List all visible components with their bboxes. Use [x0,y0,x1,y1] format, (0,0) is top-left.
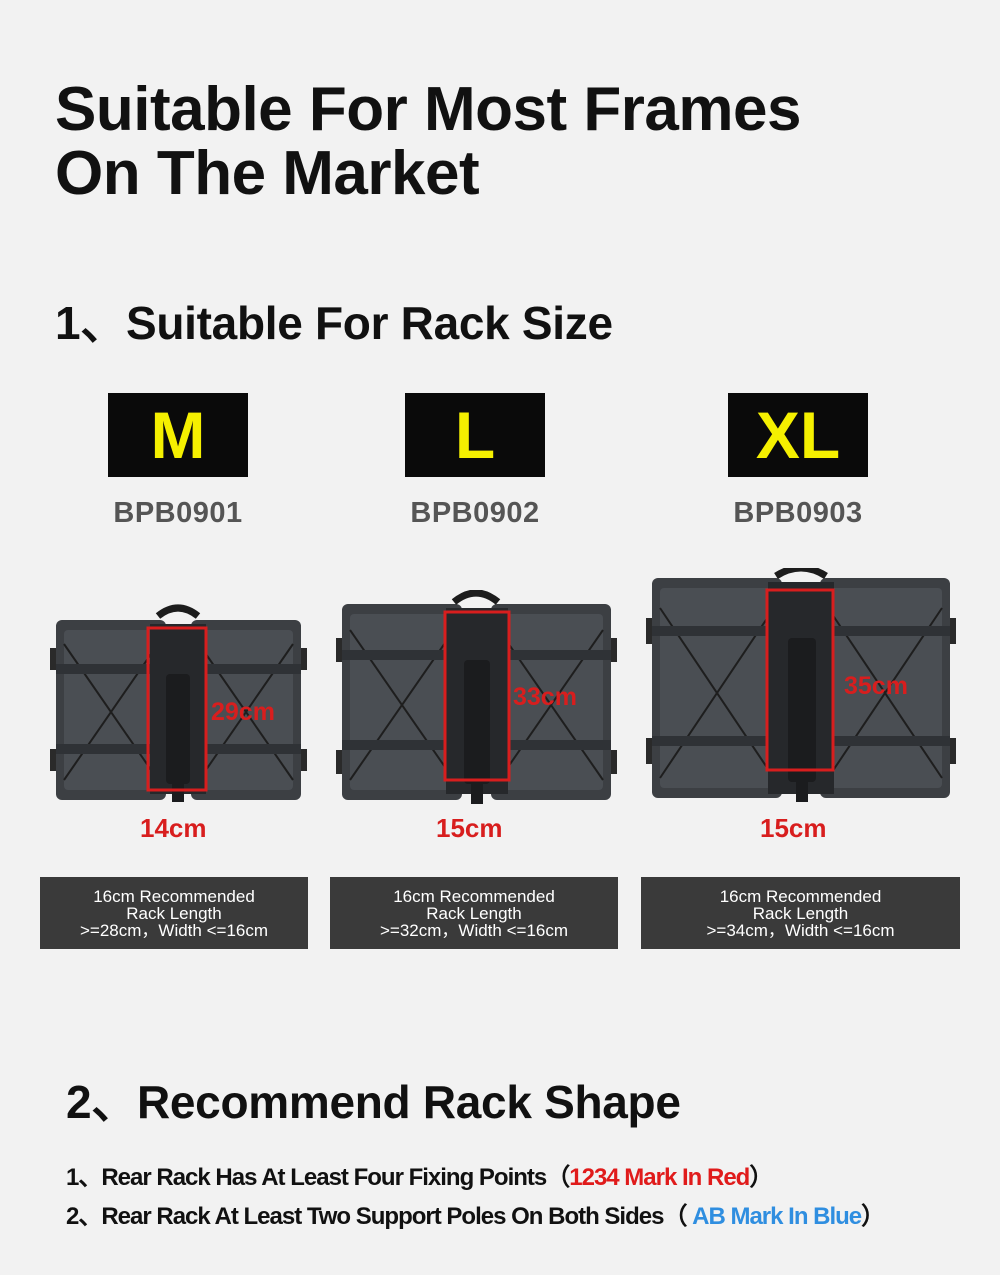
rec-line-3: >=28cm，Width <=16cm [79,920,269,940]
page-title: Suitable For Most Frames On The Market [55,78,801,206]
red-mark-note: 1234 Mark In Red [569,1164,750,1191]
size-badge-l: L [405,393,545,477]
size-badge-m: M [108,393,248,477]
width-measure-m: 14cm [140,813,207,843]
rec-line-2: Rack Length [426,903,522,923]
rec-line-1: 16cm Recommended [719,886,882,906]
size-badge-xl: XL [728,393,868,477]
rack-recommendation-xl: 16cm Recommended Rack Length >=34cm，Widt… [641,877,960,949]
paren-open: （ [663,1203,693,1230]
rec-line-2: Rack Length [126,903,222,923]
paren-open: （ [546,1164,570,1191]
page-title-line-2: On The Market [55,139,480,208]
height-measure-l: 33cm [513,683,577,711]
paren-close: ） [861,1203,885,1230]
requirement-fixing-points: 1、Rear Rack Has At Least Four Fixing Poi… [66,1157,773,1192]
page-title-line-1: Suitable For Most Frames [55,75,801,144]
model-number-xl: BPB0903 [733,497,863,529]
rec-line-1: 16cm Recommended [393,886,555,906]
rec-line-1: 16cm Recommended [93,886,255,906]
blue-mark-note: AB Mark In Blue [692,1203,862,1230]
rack-recommendation-l: 16cm Recommended Rack Length >=32cm，Widt… [330,877,618,949]
rack-recommendation-m: 16cm Recommended Rack Length >=28cm，Widt… [40,877,308,949]
requirement-text: 2、Rear Rack At Least Two Support Poles O… [66,1203,664,1230]
bag-image-xl [646,568,956,808]
width-measure-xl: 15cm [760,813,827,843]
rec-line-3: >=34cm，Width <=16cm [706,920,895,940]
requirement-support-poles: 2、Rear Rack At Least Two Support Poles O… [66,1196,885,1231]
model-number-l: BPB0902 [410,497,540,529]
height-measure-xl: 35cm [844,672,908,700]
rec-line-2: Rack Length [752,903,849,923]
bag-image-m [46,604,311,809]
rack-shape-heading: 2、Recommend Rack Shape [66,1076,681,1128]
rec-line-3: >=32cm，Width <=16cm [379,920,569,940]
rack-size-heading: 1、Suitable For Rack Size [55,297,613,349]
paren-close: ） [749,1164,773,1191]
model-number-m: BPB0901 [113,497,243,529]
bag-image-l [334,590,619,810]
height-measure-m: 29cm [211,698,275,726]
width-measure-l: 15cm [436,813,503,843]
requirement-text: 1、Rear Rack Has At Least Four Fixing Poi… [66,1164,547,1191]
